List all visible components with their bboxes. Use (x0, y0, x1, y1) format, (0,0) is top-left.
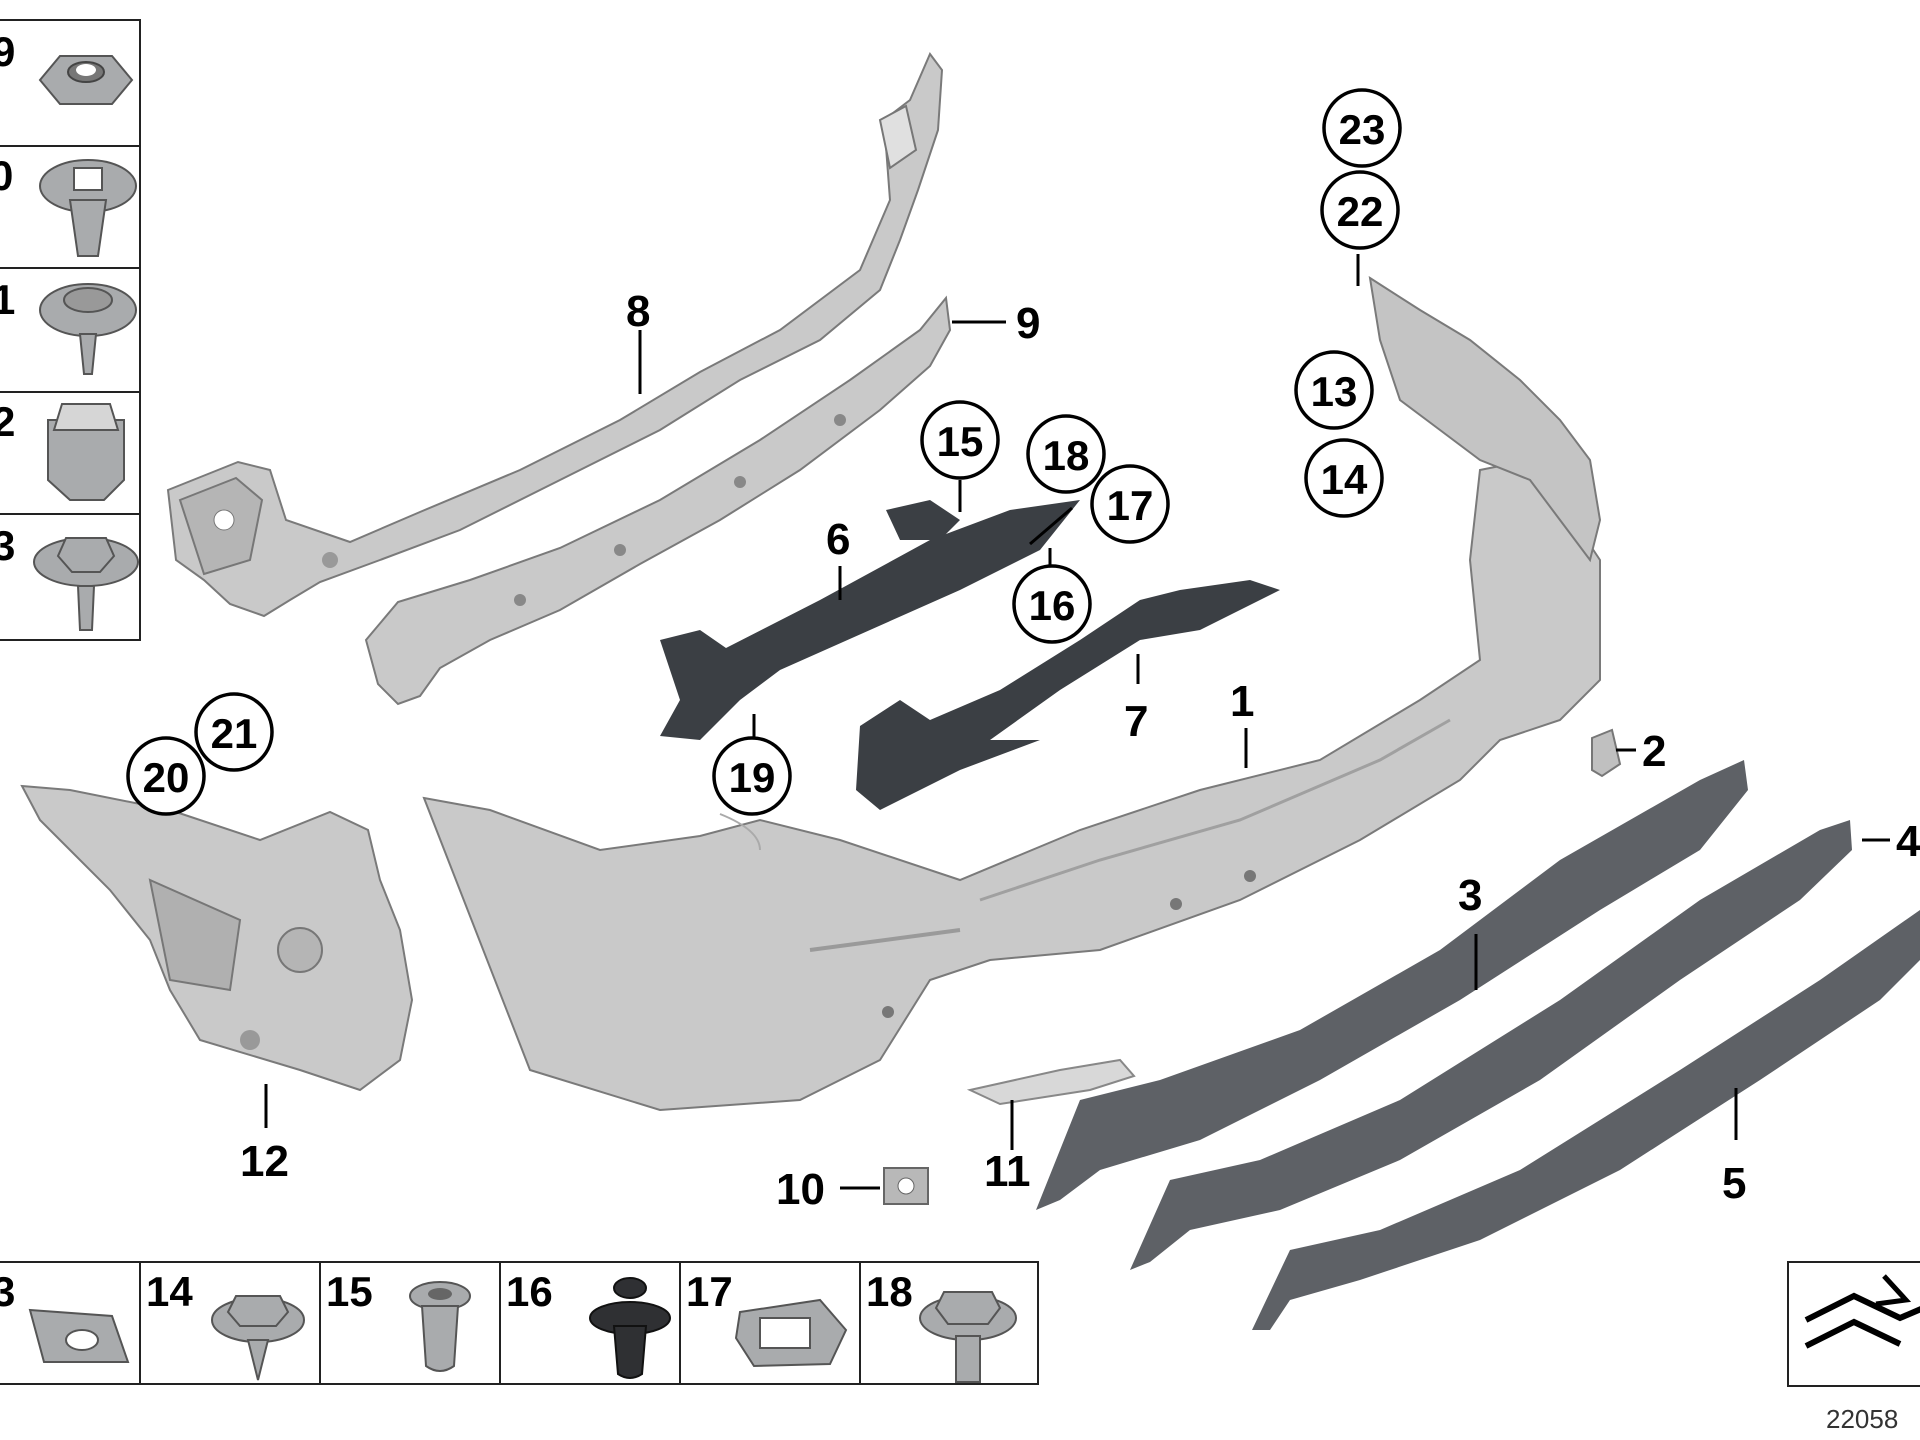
part-bumper-carrier-upper (166, 52, 944, 618)
hardware-label: 3 (0, 1268, 15, 1315)
svg-text:20: 20 (143, 754, 190, 801)
part-label: 3 (1458, 871, 1482, 920)
circled-part-labels: 23 22 13 14 15 18 17 16 (126, 88, 1402, 816)
part-heat-shield-right (856, 580, 1280, 810)
hardware-table-bottom: 3 14 15 16 17 18 (0, 1261, 1039, 1385)
hardware-table-frame (0, 1261, 1039, 1385)
circled-label: 22 (1320, 170, 1400, 250)
part-bumper-trim-panel (422, 275, 1602, 1112)
svg-text:15: 15 (937, 418, 984, 465)
hardware-label: 15 (326, 1268, 373, 1315)
expanding-rivet-icon (589, 1277, 671, 1379)
part-diffuser-3 (1036, 760, 1748, 1210)
hex-screw-icon (33, 537, 139, 631)
clip-nut-icon (47, 403, 125, 501)
plastic-nut-icon (409, 1281, 471, 1372)
part-clip-nut (883, 1167, 929, 1205)
circled-label: 23 (1322, 88, 1402, 168)
svg-text:13: 13 (1311, 368, 1358, 415)
hardware-label: 9 (0, 28, 15, 75)
part-label: 5 (1722, 1159, 1746, 1208)
hardware-label: 16 (506, 1268, 553, 1315)
hardware-table-top: 9 0 1 2 3 (0, 19, 141, 641)
diagram-reference-number: 22058 (1826, 1404, 1899, 1434)
hardware-label: 14 (146, 1268, 193, 1315)
svg-text:17: 17 (1107, 482, 1154, 529)
part-bracket-small (1591, 728, 1622, 778)
circled-label: 14 (1304, 438, 1384, 518)
part-label: 12 (240, 1137, 289, 1186)
orientation-arrow-icon (1787, 1261, 1920, 1387)
part-diffuser-5 (1252, 910, 1920, 1330)
part-label: 6 (826, 515, 850, 564)
leader-lines (264, 254, 1890, 1190)
hardware-label: 3 (0, 522, 15, 569)
circled-label: 21 (194, 692, 274, 772)
part-label: 4 (1896, 817, 1920, 866)
svg-text:21: 21 (211, 710, 258, 757)
part-label: 8 (626, 287, 650, 336)
speed-nut-icon (28, 1308, 130, 1363)
svg-text:23: 23 (1339, 106, 1386, 153)
hardware-label: 17 (686, 1268, 733, 1315)
part-label: 7 (1124, 697, 1148, 746)
part-label: 2 (1642, 727, 1666, 776)
circled-label: 13 (1294, 350, 1374, 430)
svg-text:22: 22 (1337, 188, 1384, 235)
circled-label: 18 (1026, 414, 1106, 494)
circled-label: 16 (1012, 564, 1092, 644)
circled-label: 17 (1090, 464, 1170, 544)
part-side-bracket (20, 784, 414, 1092)
hex-screw-icon (919, 1291, 1017, 1383)
hex-screw-icon (211, 1295, 305, 1381)
hardware-label: 1 (0, 276, 15, 323)
circled-label: 19 (712, 736, 792, 816)
part-diffuser-4 (1130, 820, 1852, 1270)
svg-text:16: 16 (1029, 582, 1076, 629)
part-number-labels: 1 2 3 4 5 6 7 8 9 10 11 12 (240, 287, 1920, 1214)
hardware-label: 2 (0, 398, 15, 445)
spring-clip-icon (734, 1298, 848, 1368)
part-reflector-trim (966, 1058, 1136, 1106)
hardware-label: 0 (0, 152, 13, 199)
hardware-label: 18 (866, 1268, 913, 1315)
collar-screw-icon (39, 283, 137, 375)
svg-text:14: 14 (1321, 456, 1368, 503)
part-bumper-carrier-lower (364, 295, 952, 706)
part-label: 10 (776, 1165, 825, 1214)
hex-nut-icon (38, 55, 134, 105)
svg-text:19: 19 (729, 754, 776, 801)
expanding-rivet-icon (39, 159, 137, 257)
part-label: 11 (984, 1147, 1031, 1196)
circled-label: 15 (920, 400, 1000, 480)
part-heat-shield-left (660, 500, 1080, 740)
svg-text:18: 18 (1043, 432, 1090, 479)
part-label: 9 (1016, 299, 1040, 348)
circled-label: 20 (126, 736, 206, 816)
part-label: 1 (1230, 677, 1254, 726)
